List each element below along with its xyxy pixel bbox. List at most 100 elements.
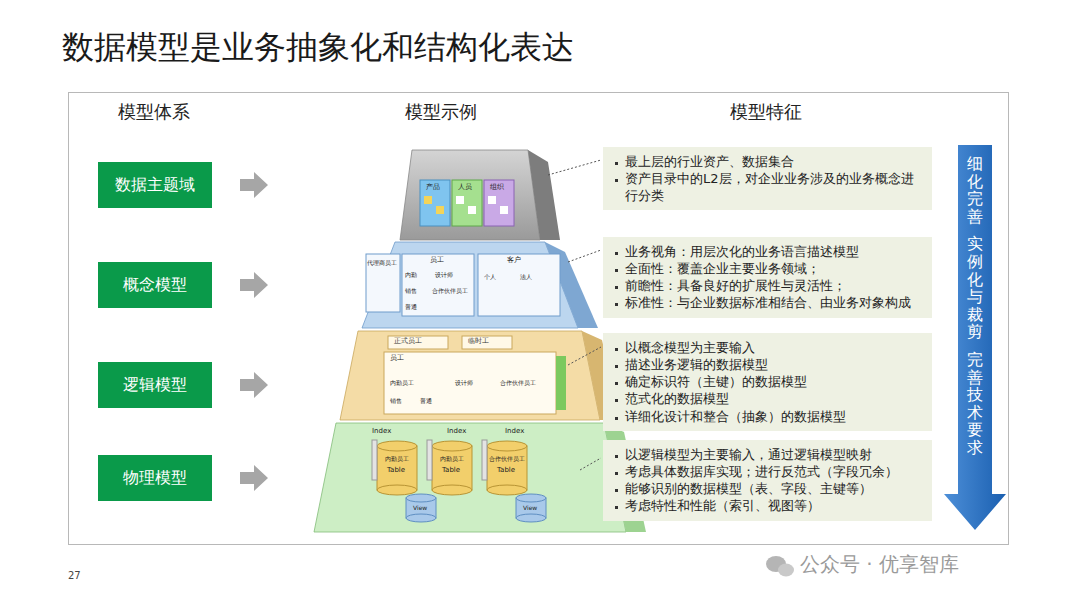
- illus-text: 设计师: [455, 380, 473, 387]
- illus-text: View: [413, 505, 427, 512]
- bullet-dot: [615, 455, 618, 458]
- bullet-dot: [615, 303, 618, 306]
- illus-text: 内勤员工: [390, 380, 414, 387]
- illus-text: 组织: [490, 184, 504, 192]
- bullet-dot: [615, 365, 618, 368]
- illus-text: 法人: [520, 274, 532, 281]
- model-layer-box: 概念模型: [98, 262, 212, 308]
- feature-box: 最上层的行业资产、数据集合资产目录中的L2层，对企业业务涉及的业务概念进行分类: [603, 147, 932, 210]
- bullet-dot: [615, 348, 618, 351]
- illus-text: 临时工: [468, 338, 489, 346]
- bullet-row: 以逻辑模型为主要输入，通过逻辑模型映射: [615, 446, 922, 463]
- feature-text: 描述业务逻辑的数据模型: [625, 357, 768, 372]
- feature-text: 确定标识符（主键）的数据模型: [625, 374, 807, 389]
- bullet-dot: [615, 286, 618, 289]
- illus-text: Table: [497, 467, 515, 475]
- feature-text: 最上层的行业资产、数据集合: [625, 154, 794, 169]
- bullet-row: 详细化设计和整合（抽象）的数据模型: [615, 408, 922, 425]
- bullet-dot: [615, 489, 618, 492]
- feature-text: 以概念模型为主要输入: [625, 340, 755, 355]
- layer-name: 物理模型: [123, 468, 187, 489]
- arrow-text-column: 细化完善实例化与裁剪完善技术要求: [944, 145, 1006, 457]
- illus-text: 代理商员工: [367, 260, 397, 267]
- bullet-row: 范式化的数据模型: [615, 390, 922, 407]
- illus-text: 个人: [484, 274, 496, 281]
- illus-text: 普通: [420, 398, 432, 405]
- illus-text: 正式员工: [394, 338, 422, 346]
- illus-text: 合作伙伴员工: [500, 380, 536, 387]
- feature-box: 业务视角：用层次化的业务语言描述模型全面性：覆盖企业主要业务领域； 前瞻性：具备良…: [603, 237, 932, 318]
- bullet-dot: [615, 399, 618, 402]
- layer-name: 概念模型: [123, 275, 187, 296]
- bullet-row: 以概念模型为主要输入: [615, 339, 922, 356]
- vertical-text: 实例化与裁剪: [967, 235, 983, 341]
- feature-text: 前瞻性：具备良好的扩展性与灵活性；: [625, 278, 846, 293]
- illus-text: 员工: [390, 355, 404, 363]
- model-layer-box: 物理模型: [98, 455, 212, 501]
- vertical-text: 细化完善: [967, 155, 983, 225]
- feature-box: 以概念模型为主要输入描述业务逻辑的数据模型确定标识符（主键）的数据模型范式化的数…: [603, 333, 932, 431]
- illus-text: 客户: [507, 257, 521, 265]
- illus-text: Table: [442, 467, 460, 475]
- bullet-row: 考虑特性和性能（索引、视图等）: [615, 497, 922, 514]
- model-layer-box: 数据主题域: [98, 162, 212, 208]
- bullet-row: 资产目录中的L2层，对企业业务涉及的业务概念进行分类: [615, 170, 922, 204]
- feature-text: 资产目录中的L2层，对企业业务涉及的业务概念进行分类: [625, 171, 914, 203]
- bullet-dot: [615, 506, 618, 509]
- illus-text: 销售: [405, 288, 417, 295]
- feature-text: 详细化设计和整合（抽象）的数据模型: [625, 409, 846, 424]
- illus-text: Index: [372, 428, 391, 436]
- illus-text: 普通: [405, 304, 417, 311]
- bullet-row: 确定标识符（主键）的数据模型: [615, 373, 922, 390]
- feature-text: 考虑特性和性能（索引、视图等）: [625, 498, 820, 513]
- illus-text: Index: [447, 428, 466, 436]
- bullet-dot: [615, 252, 618, 255]
- illus-text: 合作伙伴员工: [432, 288, 468, 295]
- bullet-row: 业务视角：用层次化的业务语言描述模型: [615, 243, 922, 260]
- bullet-row: 考虑具体数据库实现；进行反范式（字段冗余）: [615, 463, 922, 480]
- vertical-text: 完善技术要求: [967, 351, 983, 457]
- feature-text: 标准性：与企业数据标准相结合、由业务对象构成: [625, 295, 911, 310]
- column-header: 模型示例: [405, 102, 477, 122]
- illus-text: 人员: [458, 184, 472, 192]
- illus-text: 合作伙伴员工: [489, 456, 525, 463]
- feature-text: 考虑具体数据库实现；进行反范式（字段冗余）: [625, 464, 898, 479]
- model-layer-box: 逻辑模型: [98, 362, 212, 408]
- illus-text: View: [523, 505, 537, 512]
- slide-title: 数据模型是业务抽象化和结构化表达: [62, 30, 574, 65]
- feature-text: 范式化的数据模型: [625, 391, 729, 406]
- bullet-dot: [615, 162, 618, 165]
- illus-text: 产品: [426, 184, 440, 192]
- bullet-dot: [615, 382, 618, 385]
- illus-text: 设计师: [435, 272, 453, 279]
- bullet-row: 最上层的行业资产、数据集合: [615, 153, 922, 170]
- illus-text: 内勤: [405, 272, 417, 279]
- feature-text: 以逻辑模型为主要输入，通过逻辑模型映射: [625, 447, 872, 462]
- illus-text: Index: [505, 428, 524, 436]
- feature-box: 以逻辑模型为主要输入，通过逻辑模型映射考虑具体数据库实现；进行反范式（字段冗余）…: [603, 440, 932, 521]
- illus-text: 销售: [390, 398, 402, 405]
- bullet-dot: [615, 472, 618, 475]
- feature-text: 能够识别的数据模型（表、字段、主键等）: [625, 481, 872, 496]
- illus-text: 员工: [430, 257, 444, 265]
- bullet-dot: [615, 179, 618, 182]
- bullet-row: 标准性：与企业数据标准相结合、由业务对象构成: [615, 294, 922, 311]
- illus-text: 内勤员工: [440, 456, 464, 463]
- bullet-dot: [615, 417, 618, 420]
- illus-text: Table: [387, 467, 405, 475]
- page-number: 27: [68, 570, 81, 581]
- layer-name: 数据主题域: [115, 175, 195, 196]
- bullet-row: 前瞻性：具备良好的扩展性与灵活性；: [615, 277, 922, 294]
- feature-text: 全面性：覆盖企业主要业务领域；: [625, 261, 820, 276]
- direction-arrow: 细化完善实例化与裁剪完善技术要求: [944, 145, 1006, 530]
- bullet-row: 能够识别的数据模型（表、字段、主键等）: [615, 480, 922, 497]
- illus-text: 内勤员工: [385, 456, 409, 463]
- column-header: 模型特征: [730, 102, 802, 122]
- bullet-dot: [615, 269, 618, 272]
- bullet-row: 全面性：覆盖企业主要业务领域；: [615, 260, 922, 277]
- layer-name: 逻辑模型: [123, 375, 187, 396]
- column-header: 模型体系: [118, 102, 190, 122]
- feature-text: 业务视角：用层次化的业务语言描述模型: [625, 244, 859, 259]
- bullet-row: 描述业务逻辑的数据模型: [615, 356, 922, 373]
- watermark: 公众号 · 优享智库: [800, 553, 959, 575]
